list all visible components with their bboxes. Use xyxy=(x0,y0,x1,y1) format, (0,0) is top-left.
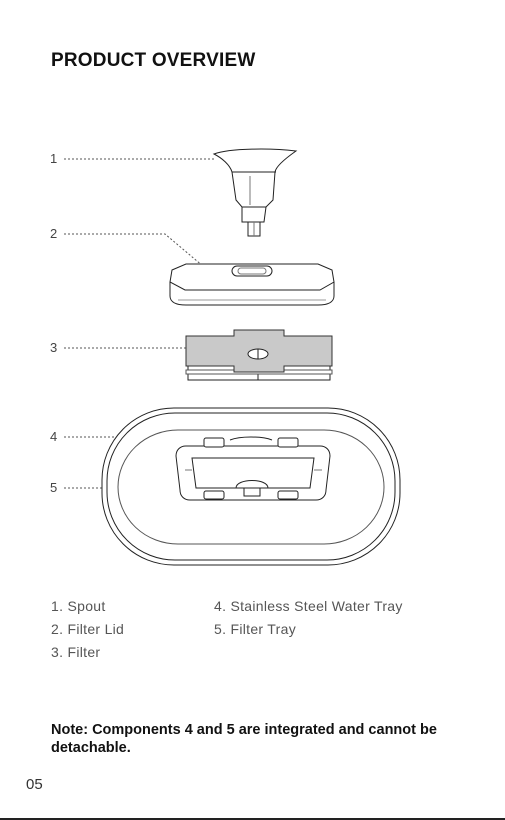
legend-item-filter: 3. Filter xyxy=(51,644,100,660)
exploded-product-diagram xyxy=(0,0,505,600)
callout-2: 2 xyxy=(50,226,57,241)
legend-item-filter-tray: 5. Filter Tray xyxy=(214,621,296,637)
spout-part xyxy=(214,149,296,236)
callout-4: 4 xyxy=(50,429,57,444)
filter-part xyxy=(186,330,332,380)
filter-tray-part xyxy=(176,437,330,500)
callout-1: 1 xyxy=(50,151,57,166)
legend-item-spout: 1. Spout xyxy=(51,598,106,614)
integration-note: Note: Components 4 and 5 are integrated … xyxy=(51,721,461,757)
legend-item-filter-lid: 2. Filter Lid xyxy=(51,621,124,637)
callout-3: 3 xyxy=(50,340,57,355)
callout-5: 5 xyxy=(50,480,57,495)
filter-lid-part xyxy=(170,264,334,305)
legend-item-water-tray: 4. Stainless Steel Water Tray xyxy=(214,598,403,614)
page-number: 05 xyxy=(26,776,43,793)
